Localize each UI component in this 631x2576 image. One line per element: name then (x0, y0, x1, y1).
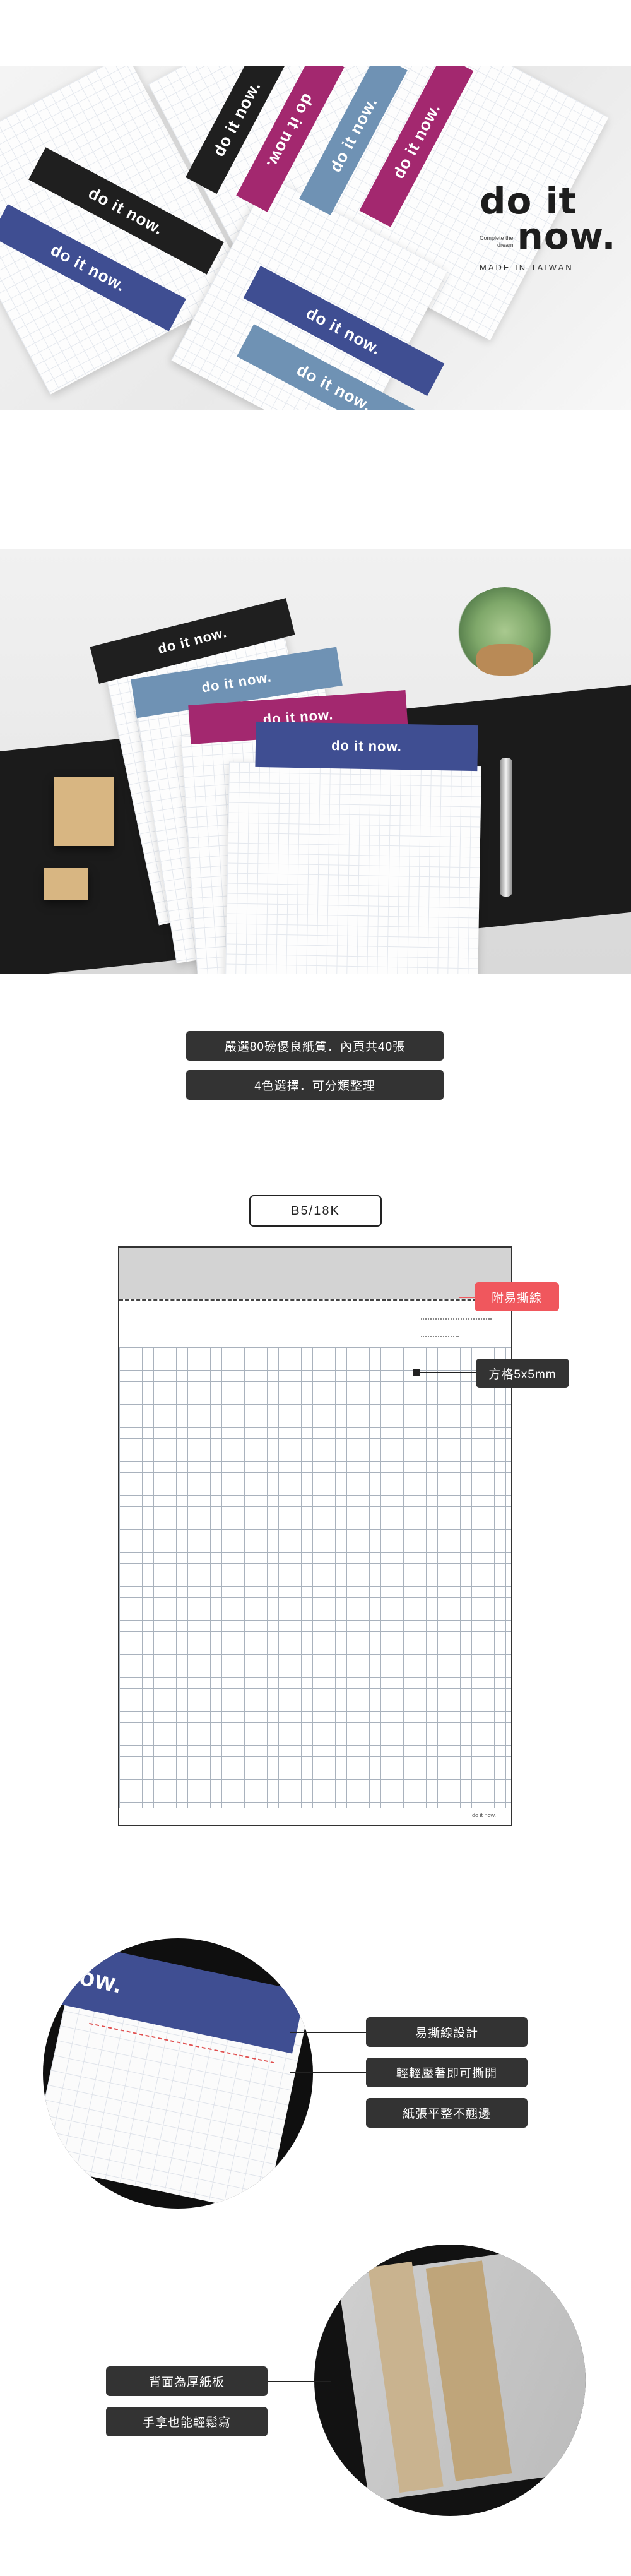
detail-back-point-1: 背面為厚紙板 (106, 2366, 268, 2396)
detail-point-text: 手拿也能輕鬆寫 (142, 2416, 231, 2430)
feature-paper-text: 嚴選80磅優良紙質．內頁共40張 (224, 1041, 406, 1054)
detail-point-text: 易撕線設計 (415, 2027, 478, 2040)
detail-back-circle (314, 2245, 586, 2516)
tear-line-tag: 附易撕線 (475, 1282, 559, 1311)
detail-point-2: 輕輕壓著即可撕開 (366, 2058, 528, 2087)
no-line (421, 1336, 459, 1337)
notepad-sheet (225, 761, 482, 974)
detail-point-text: 背面為厚紙板 (148, 2376, 225, 2389)
size-label-text: B5/18K (291, 1203, 340, 1218)
callout-line (268, 2381, 331, 2382)
grid-area (119, 1347, 511, 1808)
detail-tear-circle: now. (43, 1938, 313, 2209)
date-line (421, 1318, 492, 1320)
grid-size-text: 方格5x5mm (488, 1368, 557, 1381)
band-label: do it now. (331, 737, 403, 754)
brand-tagline-line1: Complete the (480, 235, 514, 241)
plant-pot-icon (476, 644, 533, 676)
callout-line (420, 1372, 476, 1373)
feature-colors-text: 4色選擇．可分類整理 (254, 1080, 375, 1093)
wooden-stamp-icon (44, 868, 88, 900)
feature-colors-pill: 4色選擇．可分類整理 (186, 1070, 444, 1100)
detail-point-text: 輕輕壓著即可撕開 (396, 2067, 497, 2080)
feature-paper-pill: 嚴選80磅優良紙質．內頁共40張 (186, 1031, 444, 1061)
notepad-diagram: do it now. (118, 1246, 512, 1826)
pen-icon (500, 758, 512, 897)
band-label: now. (61, 1959, 125, 1999)
band-label: do it now. (156, 624, 229, 657)
band-label: do it now. (200, 669, 273, 696)
brand-title-line1: do it (480, 179, 577, 222)
brand-logo: do it Complete the dream now. MADE IN TA… (480, 179, 618, 347)
brand-tagline-line2: dream (497, 242, 514, 248)
callout-line (459, 1297, 476, 1298)
callout-dot (413, 1369, 420, 1376)
callout-line (290, 2072, 366, 2073)
brand-title-line2: now. (517, 215, 616, 258)
detail-point-1: 易撕線設計 (366, 2017, 528, 2047)
notepad-band-navy: do it now. (255, 721, 478, 772)
detail-point-text: 紙張平整不翹邊 (402, 2108, 491, 2121)
product-photo: do it now. do it now. do it now. do it n… (0, 549, 631, 974)
hero-photo: do it now. do it now. do it now. do it n… (0, 66, 631, 410)
footer-mark: do it now. (471, 1812, 496, 1818)
wooden-stamp-icon (54, 777, 114, 846)
tear-line-text: 附易撕線 (491, 1291, 542, 1305)
diagram-header-band (119, 1248, 511, 1299)
detail-point-3: 紙張平整不翹邊 (366, 2098, 528, 2128)
size-label: B5/18K (249, 1195, 382, 1227)
detail-back-point-2: 手拿也能輕鬆寫 (106, 2407, 268, 2436)
perforation-line (119, 1299, 511, 1301)
made-in-label: MADE IN TAIWAN (480, 263, 574, 272)
callout-line (290, 2032, 366, 2033)
grid-size-tag: 方格5x5mm (476, 1359, 569, 1388)
brand-tagline: Complete the dream (480, 235, 514, 249)
